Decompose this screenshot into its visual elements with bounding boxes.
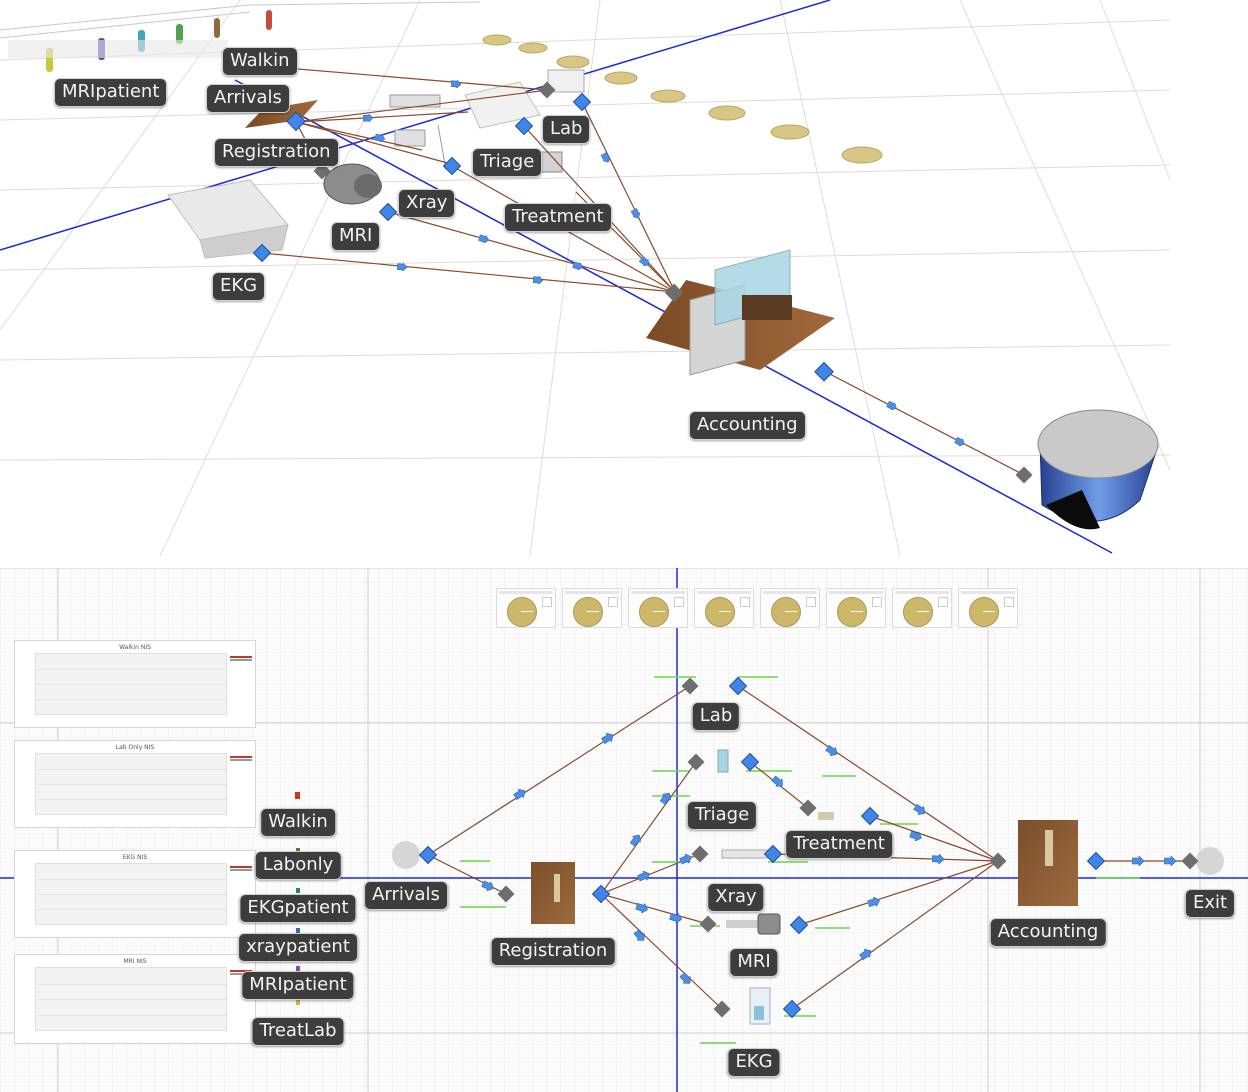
pie-box-7 (892, 588, 952, 628)
label-xray[interactable]: Xray (707, 883, 765, 912)
triage-station (717, 749, 729, 773)
chart-title: Walkin NIS (119, 644, 151, 651)
chart-legend (230, 755, 252, 763)
label-3d-arrivals[interactable]: Arrivals (206, 84, 290, 113)
pie-box-1 (496, 588, 556, 628)
label-arrivals[interactable]: Arrivals (364, 881, 448, 910)
chart-legend (230, 969, 252, 977)
lab-equipment (547, 69, 585, 93)
chart-labonly-nis[interactable]: Lab Only NIS (14, 740, 256, 828)
label-triage[interactable]: Triage (686, 801, 758, 830)
label-3d-treatment[interactable]: Treatment (504, 203, 612, 232)
label-3d-accounting[interactable]: Accounting (689, 411, 806, 440)
3d-scene-canvas[interactable] (0, 0, 1248, 556)
pie-box-3 (628, 588, 688, 628)
chart-title: MRI NIS (123, 958, 147, 965)
label-xraypatient[interactable]: xraypatient (238, 933, 358, 962)
arrivals-source[interactable] (392, 841, 420, 869)
label-3d-mri[interactable]: MRI (331, 222, 381, 251)
patient-figures (8, 10, 272, 72)
registration-desk (531, 862, 575, 924)
view-divider (0, 556, 1248, 568)
label-walkin[interactable]: Walkin (260, 808, 336, 837)
floor-grid (0, 0, 1171, 556)
registration-counter (554, 874, 560, 902)
chart-mri-nis[interactable]: MRI NIS (14, 954, 256, 1044)
axis-line-x (0, 0, 831, 251)
label-exit[interactable]: Exit (1184, 889, 1236, 918)
dashboard-pies-3d (482, 34, 883, 164)
exit-sink[interactable] (1196, 847, 1224, 875)
patient-queue-lines (0, 1, 481, 39)
chart-plot-area (35, 653, 227, 715)
label-3d-lab[interactable]: Lab (542, 115, 591, 144)
label-ekgpatient[interactable]: EKGpatient (239, 894, 357, 923)
label-treatment[interactable]: Treatment (785, 830, 893, 859)
label-3d-mripatient[interactable]: MRIpatient (54, 78, 168, 107)
pie-box-5 (760, 588, 820, 628)
label-3d-triage[interactable]: Triage (472, 148, 543, 177)
3d-connectors (261, 65, 1025, 476)
pie-box-4 (694, 588, 754, 628)
accounting-counter (1045, 830, 1053, 866)
label-mripatient[interactable]: MRIpatient (241, 971, 355, 1000)
mri-table (726, 920, 762, 928)
label-lab[interactable]: Lab (691, 702, 741, 731)
label-ekg[interactable]: EKG (727, 1048, 781, 1077)
chart-walkin-nis[interactable]: Walkin NIS (14, 640, 256, 728)
chart-title: EKG NIS (122, 854, 148, 861)
treatment-bed (818, 812, 834, 820)
label-labonly[interactable]: Labonly (254, 851, 342, 880)
patient-type-markers (295, 792, 300, 1005)
label-3d-registration[interactable]: Registration (214, 138, 339, 167)
label-3d-ekg[interactable]: EKG (212, 272, 266, 301)
chart-title: Lab Only NIS (115, 744, 155, 751)
3d-model-view[interactable]: Walkin Arrivals MRIpatient Registration … (0, 0, 1248, 556)
pie-box-6 (826, 588, 886, 628)
ekg-monitor (754, 1006, 764, 1020)
chart-legend (230, 655, 252, 663)
mri-bore (354, 174, 382, 198)
label-registration[interactable]: Registration (490, 937, 616, 966)
pie-box-8 (958, 588, 1018, 628)
pie-box-2 (562, 588, 622, 628)
label-treatlab[interactable]: TreatLab (251, 1017, 345, 1046)
2d-model-view[interactable]: Walkin NIS Lab Only NIS EKG NIS MRI NIS … (0, 568, 1248, 1092)
label-mri[interactable]: MRI (729, 948, 779, 977)
arrivals-platform (245, 100, 318, 128)
accounting-desk (742, 295, 792, 320)
label-3d-walkin[interactable]: Walkin (222, 47, 298, 76)
label-accounting[interactable]: Accounting (989, 918, 1107, 947)
mri-scanner (757, 913, 781, 935)
chart-plot-area (35, 863, 227, 925)
exit-cylinder (1037, 409, 1159, 530)
chart-legend (230, 865, 252, 873)
chart-plot-area (35, 967, 227, 1031)
label-3d-xray[interactable]: Xray (398, 189, 456, 218)
xray-equipment (389, 94, 447, 171)
chart-ekg-nis[interactable]: EKG NIS (14, 850, 256, 938)
chart-plot-area (35, 753, 227, 815)
2d-nodes[interactable] (418, 676, 1199, 1019)
